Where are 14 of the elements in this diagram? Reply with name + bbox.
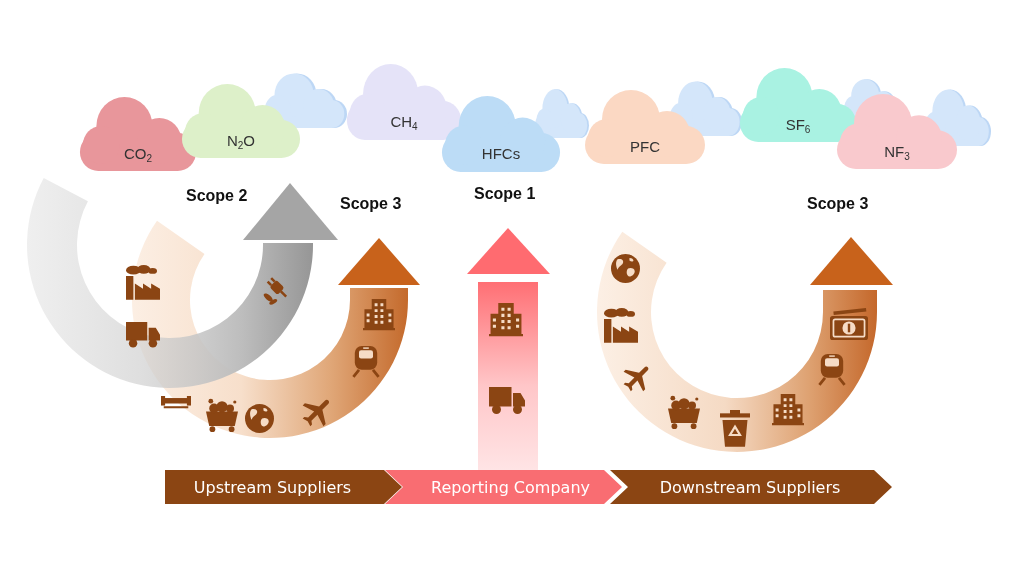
gas-label: SF$_{6}$: [785, 115, 811, 134]
scope-label: Scope 1: [474, 184, 536, 203]
process-step: Downstream Suppliers: [610, 470, 892, 504]
gas-label: NF$_{3}$: [884, 142, 910, 161]
scope-label: Scope 2: [186, 186, 248, 205]
gas-label: CH$_{4}$: [390, 113, 418, 132]
scope-label: Scope 3: [807, 194, 869, 213]
gas-label: CO$_{2}$: [123, 144, 153, 163]
gas-label: N$_{2}$O: [226, 131, 256, 150]
gas-label: HFCs: [481, 145, 521, 164]
gas-label: PFC: [630, 137, 660, 156]
scope-label: Scope 3: [340, 194, 402, 213]
process-step: Reporting Company: [385, 470, 622, 504]
process-step: Upstream Suppliers: [165, 470, 402, 504]
